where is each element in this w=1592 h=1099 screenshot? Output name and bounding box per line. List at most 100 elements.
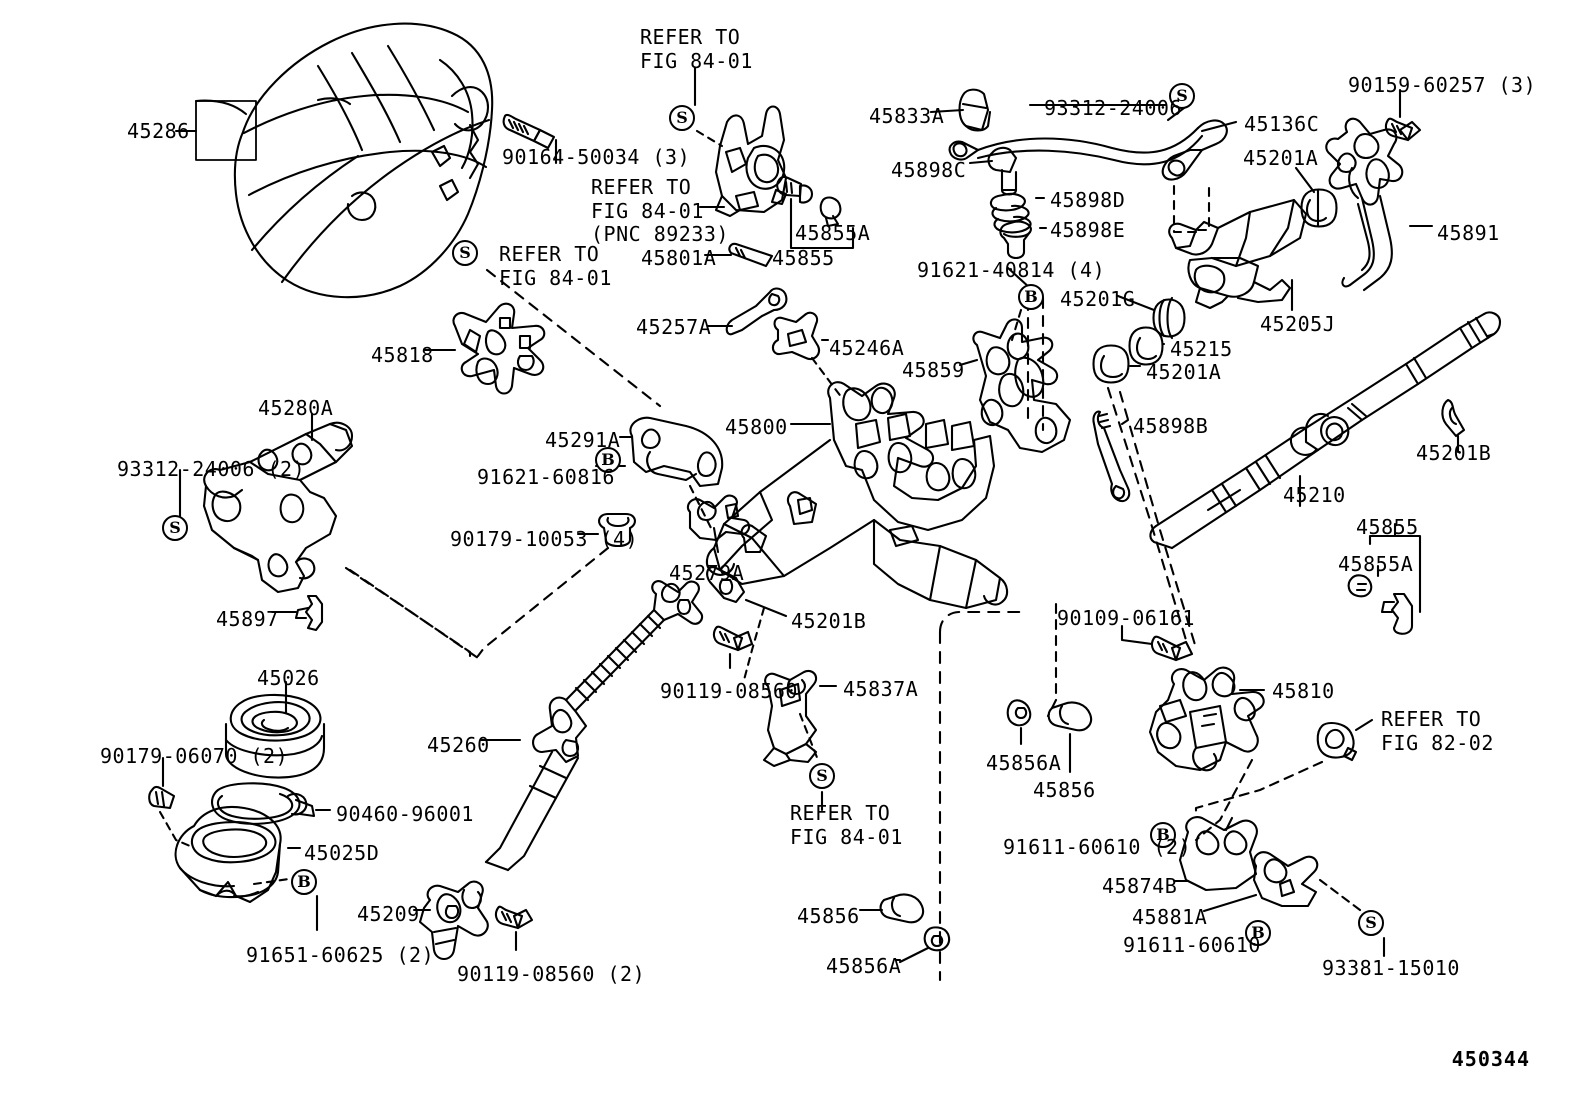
part-label-45855A-right: 45855A (1338, 552, 1414, 576)
part-label-90159-60257: 90159-60257 (3) (1348, 73, 1537, 97)
part-label-45897: 45897 (216, 607, 279, 631)
part-label-45818: 45818 (371, 343, 434, 367)
part-shape-90159 (1384, 117, 1422, 142)
part-shape-90460 (210, 782, 316, 825)
leader-45201A-top (1294, 166, 1316, 194)
part-label-45260: 45260 (427, 733, 490, 757)
dash-45810 (1194, 758, 1254, 842)
part-label-90164-50034: 90164-50034 (3) (502, 145, 691, 169)
dash-45856-mid (1046, 602, 1058, 718)
part-label-90179-10053: 90179-10053 (4) (450, 527, 639, 551)
part-label-45210: 45210 (1283, 483, 1346, 507)
part-label-45246A: 45246A (829, 336, 905, 360)
dash-45280A (344, 566, 472, 658)
part-label-45810: 45810 (1272, 679, 1335, 703)
leader-45898C (968, 159, 994, 165)
part-shape-90164 (502, 113, 556, 150)
part-shape-45856A-mid (1006, 699, 1032, 727)
part-shape-45291A (629, 416, 724, 488)
part-shape-45201A-top (1300, 188, 1338, 228)
part-label-45859: 45859 (902, 358, 965, 382)
part-label-45891: 45891 (1437, 221, 1500, 245)
part-label-45898E: 45898E (1050, 218, 1126, 242)
dash-vertical-top (938, 610, 1026, 634)
part-shape-45257A (725, 287, 788, 336)
part-label-90119-08560: 90119-08560 (660, 679, 798, 703)
part-shape-45833A (958, 88, 992, 132)
refer-note-fig84-top: REFER TO FIG 84-01 (640, 25, 753, 73)
dash-45025D (252, 876, 298, 886)
part-label-45800: 45800 (725, 415, 788, 439)
marker-s-1: S (669, 105, 695, 131)
part-label-45855-right: 45855 (1356, 515, 1419, 539)
part-shape-45856-bottom (879, 893, 925, 924)
part-shape-90119-1 (712, 625, 754, 652)
leader-dash-91621-40814 (1010, 308, 1023, 342)
part-label-45898D: 45898D (1050, 188, 1126, 212)
marker-s-5: S (809, 763, 835, 789)
leader-dash-cable-2 (1190, 186, 1211, 232)
part-shape-45205J (1168, 198, 1308, 310)
dash-93381 (1318, 878, 1362, 912)
part-label-45025D: 45025D (304, 841, 380, 865)
part-shape-45810 (1148, 666, 1265, 772)
part-label-93312-24006-2: 93312-24006 (2) (117, 457, 306, 481)
marker-s-3: S (1169, 83, 1195, 109)
leader-45136C (1200, 120, 1238, 133)
marker-s-2: S (452, 240, 478, 266)
part-label-45291A: 45291A (545, 428, 621, 452)
dash-long-left (348, 568, 480, 660)
leader-45279A (712, 526, 720, 554)
part-label-45855A-top: 45855A (795, 221, 871, 245)
part-shape-refer-82-02 (1316, 721, 1358, 762)
leader-refer-82-02 (1354, 718, 1374, 732)
part-label-91651-60625: 91651-60625 (2) (246, 943, 435, 967)
marker-b-5: B (1245, 920, 1271, 946)
leader-45898B (1120, 418, 1130, 426)
part-label-45855-top: 45855 (772, 246, 835, 270)
part-label-45280A: 45280A (258, 396, 334, 420)
refer-note-fig84-left: REFER TO FIG 84-01 (499, 242, 612, 290)
part-label-45286: 45286 (127, 119, 190, 143)
part-label-45837A: 45837A (843, 677, 919, 701)
part-label-93381-15010: 93381-15010 (1322, 956, 1460, 980)
part-label-45201G: 45201G (1060, 287, 1136, 311)
dash-45201B-mid (742, 606, 766, 682)
part-shape-45881A (1252, 851, 1319, 908)
part-label-90109-06161: 90109-06161 (1057, 606, 1195, 630)
part-shape-45136C (948, 119, 1228, 181)
part-label-45215: 45215 (1170, 337, 1233, 361)
leader-dash-refer-1 (695, 129, 724, 148)
part-label-91621-60816: 91621-60816 (477, 465, 615, 489)
part-shape-45897 (294, 594, 324, 632)
dash-45818 (485, 268, 662, 408)
part-shape-45874B (1178, 816, 1258, 892)
part-shape-45898D (989, 192, 1032, 234)
part-shape-45855A-right (1347, 574, 1373, 598)
part-shape-90109 (1150, 635, 1194, 662)
part-shape-90179-06070 (148, 785, 176, 810)
marker-b-3: B (291, 869, 317, 895)
part-shape-45855-top (776, 175, 814, 204)
part-shape-45856-mid (1047, 701, 1093, 732)
dash-90179-10053 (476, 546, 610, 658)
part-shape-45246A (771, 311, 821, 361)
part-label-45801A: 45801A (641, 246, 717, 270)
figure-number: 450344 (1451, 1047, 1530, 1071)
part-label-45279A: 45279A (669, 561, 745, 585)
part-label-91621-40814: 91621-40814 (4) (917, 258, 1106, 282)
part-label-45201A-top: 45201A (1243, 146, 1319, 170)
part-label-45209: 45209 (357, 902, 420, 926)
part-shape-45859 (972, 318, 1072, 454)
dash-refer-82-02 (1194, 760, 1324, 818)
marker-s-6: S (1358, 910, 1384, 936)
part-label-45201B-mid: 45201B (791, 609, 867, 633)
leader-dash-cable-1 (1172, 184, 1198, 234)
part-shape-45215 (1128, 326, 1164, 366)
part-label-91611-60610: 91611-60610 (1123, 933, 1261, 957)
part-label-45257A: 45257A (636, 315, 712, 339)
part-shape-45898C (987, 146, 1018, 196)
part-shape-45260 (484, 580, 704, 872)
